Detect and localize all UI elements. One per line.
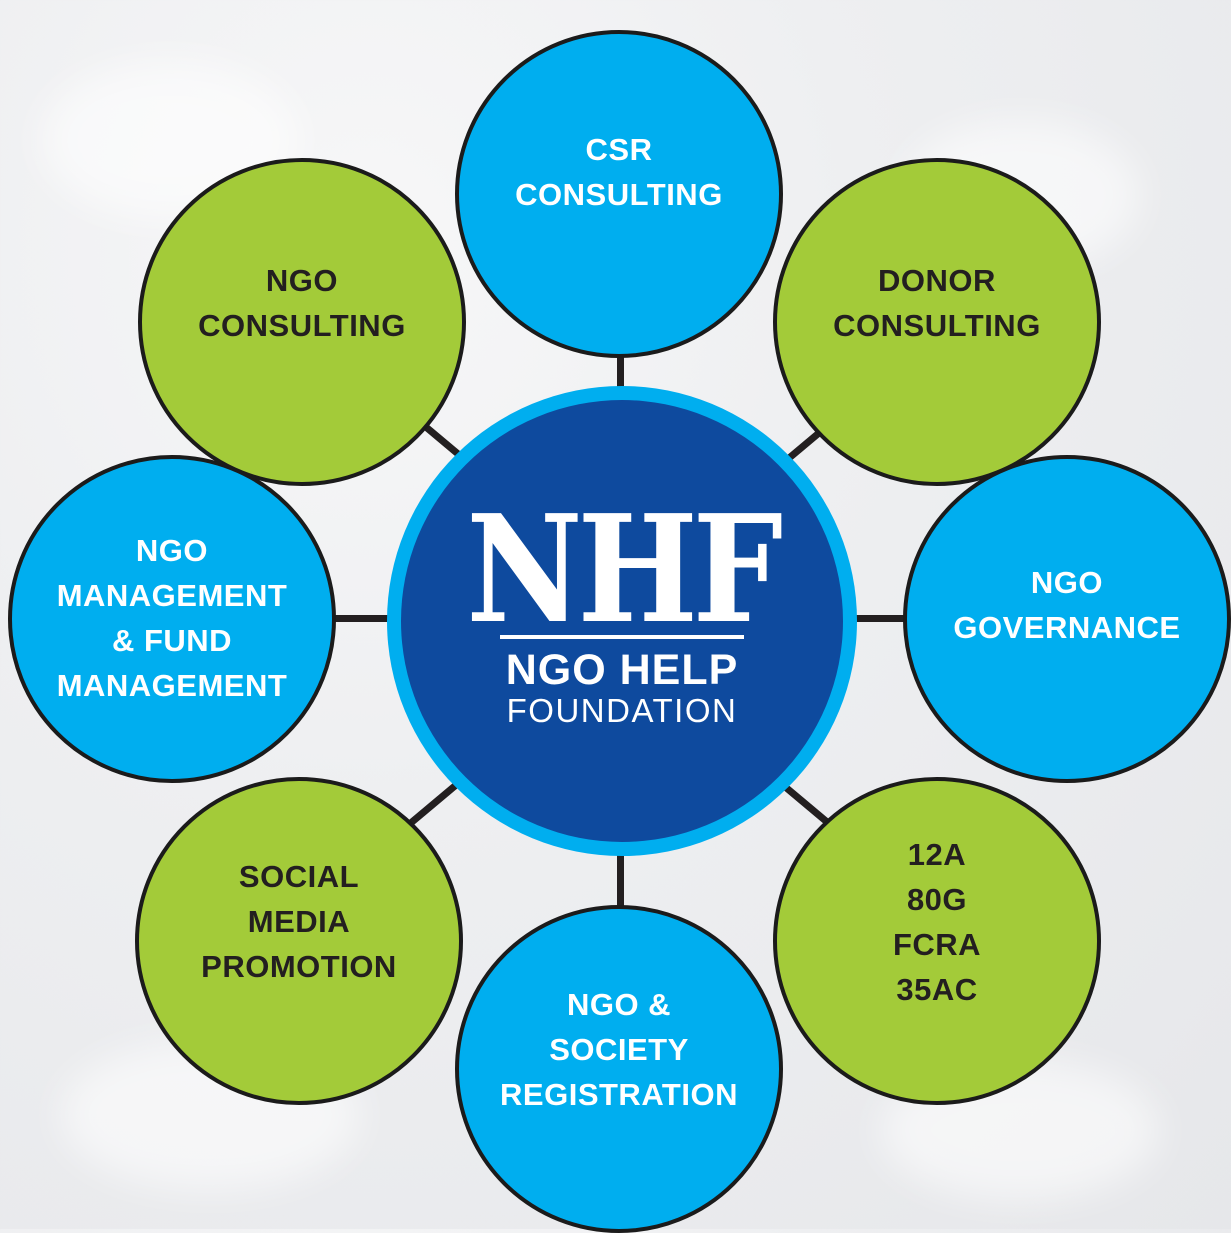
center-logo: NHF NGO HELP FOUNDATION xyxy=(401,400,843,842)
node-registrations: 12A 80G FCRA 35AC xyxy=(773,777,1101,1105)
logo-line2: FOUNDATION xyxy=(506,692,738,729)
node-ngo-governance: NGO GOVERNANCE xyxy=(903,455,1231,783)
node-ngo-fund-management: NGO MANAGEMENT & FUND MANAGEMENT xyxy=(8,455,336,783)
logo-divider xyxy=(500,635,744,639)
connector-right xyxy=(849,615,913,622)
node-label: DONOR CONSULTING xyxy=(833,263,1041,343)
node-label: SOCIAL MEDIA PROMOTION xyxy=(201,858,397,984)
node-label: 12A 80G FCRA 35AC xyxy=(892,837,982,1007)
logo-line1: NGO HELP xyxy=(505,646,739,694)
node-label: NGO MANAGEMENT & FUND MANAGEMENT xyxy=(56,533,288,703)
node-ngo-consulting: NGO CONSULTING xyxy=(138,158,466,486)
node-ngo-society-registration: NGO & SOCIETY REGISTRATION xyxy=(455,905,783,1233)
node-social-media-promotion: SOCIAL MEDIA PROMOTION xyxy=(135,777,463,1105)
logo-mark: NHF xyxy=(466,482,783,656)
node-label: NGO GOVERNANCE xyxy=(953,565,1181,645)
connector-top xyxy=(617,330,624,394)
node-label: NGO CONSULTING xyxy=(198,263,406,343)
connector-left xyxy=(330,615,394,622)
node-label: CSR CONSULTING xyxy=(515,132,723,212)
connector-bottom-left xyxy=(407,780,461,827)
node-donor-consulting: DONOR CONSULTING xyxy=(773,158,1101,486)
node-label: NGO & SOCIETY REGISTRATION xyxy=(500,986,738,1112)
connector-bottom xyxy=(617,848,624,912)
node-csr-consulting: CSR CONSULTING xyxy=(455,30,783,358)
